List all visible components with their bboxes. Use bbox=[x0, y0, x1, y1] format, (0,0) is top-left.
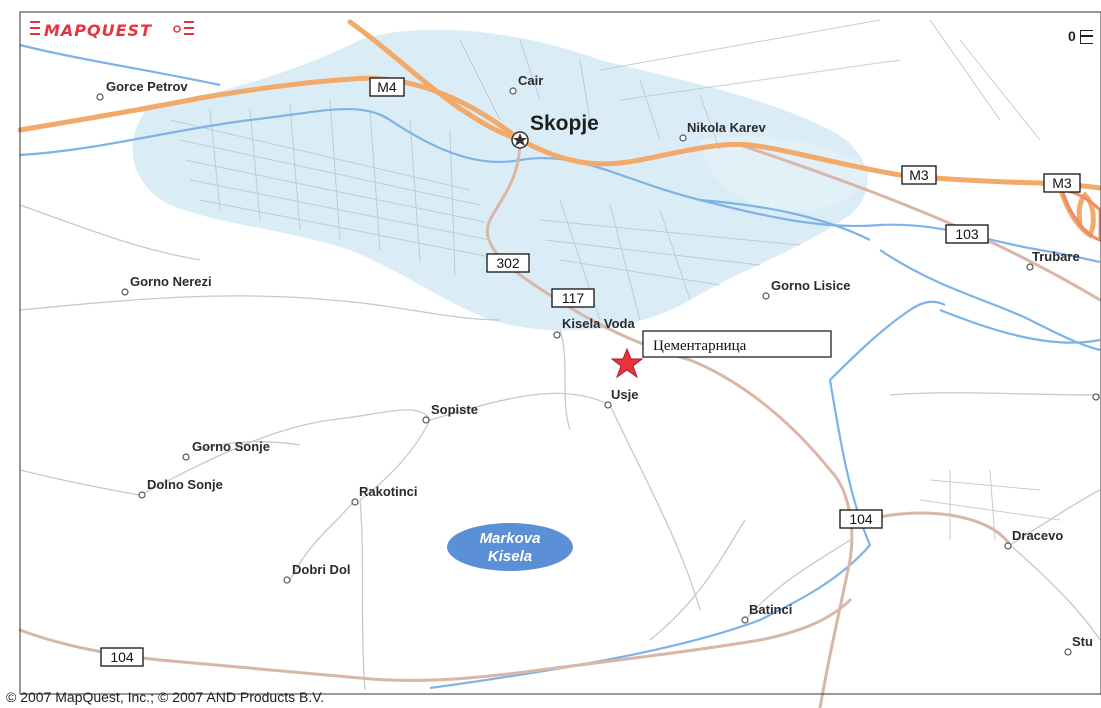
place-label: Batinci bbox=[749, 602, 792, 617]
place-batinci[interactable]: Batinci bbox=[741, 602, 792, 624]
capital-marker-icon bbox=[511, 131, 529, 149]
road-shield-117: 117 bbox=[551, 288, 595, 308]
place-label: Gorce Petrov bbox=[106, 79, 188, 94]
place-label: Sopiste bbox=[431, 402, 478, 417]
place-gorno-sonje[interactable]: Gorno Sonje bbox=[182, 439, 270, 461]
road-shield-label: 302 bbox=[496, 255, 520, 271]
place-label: Dracevo bbox=[1012, 528, 1063, 543]
place-sopiste[interactable]: Sopiste bbox=[422, 402, 478, 424]
road-shield-label: 104 bbox=[849, 511, 873, 527]
logo-text: MAPQUEST bbox=[44, 21, 152, 40]
urban-area bbox=[132, 29, 868, 331]
mapquest-logo: MAPQUEST bbox=[30, 21, 194, 40]
zoom-bars-icon[interactable] bbox=[1079, 30, 1093, 45]
place-label: Cair bbox=[518, 73, 543, 88]
road-shield-label: 104 bbox=[110, 649, 134, 665]
zoom-control[interactable]: 0 bbox=[1068, 28, 1093, 45]
place-label: Rakotinci bbox=[359, 484, 418, 499]
place-label: Gorno Nerezi bbox=[130, 274, 212, 289]
place-label: Stu bbox=[1072, 634, 1093, 649]
place-label: Trubare bbox=[1032, 249, 1080, 264]
location-callout: Цементарница bbox=[642, 330, 832, 358]
place-dot-edge bbox=[1092, 393, 1100, 401]
road-shield-label: M3 bbox=[909, 167, 929, 183]
map-frame bbox=[19, 11, 1101, 695]
road-shield-103: 103 bbox=[945, 224, 989, 244]
callout-label: Цементарница bbox=[653, 338, 747, 354]
lake-markova-kisela bbox=[447, 523, 573, 571]
road-shield-label: 117 bbox=[562, 290, 585, 306]
place-gorno-nerezi[interactable]: Gorno Nerezi bbox=[121, 274, 212, 296]
road-shield-302: 302 bbox=[486, 253, 530, 273]
interchange bbox=[1059, 188, 1101, 242]
place-usje[interactable]: Usje bbox=[604, 387, 638, 409]
place-cair[interactable]: Cair bbox=[509, 73, 543, 95]
road-shield-m3-b: M3 bbox=[1043, 173, 1081, 193]
place-label: Kisela Voda bbox=[562, 316, 636, 331]
road-shield-104-west: 104 bbox=[100, 647, 144, 667]
zoom-level-label: 0 bbox=[1068, 28, 1076, 44]
urban-area-east bbox=[700, 136, 870, 213]
place-dracevo[interactable]: Dracevo bbox=[1004, 528, 1063, 550]
road-shield-m4: M4 bbox=[369, 77, 405, 97]
copyright-text: © 2007 MapQuest, Inc.; © 2007 AND Produc… bbox=[6, 689, 325, 705]
lake-label-line1: Markova bbox=[480, 530, 541, 547]
place-gorno-lisice[interactable]: Gorno Lisice bbox=[762, 278, 850, 300]
lake-label-line2: Kisela bbox=[488, 548, 532, 565]
road-shield-label: M3 bbox=[1052, 175, 1072, 191]
place-label: Nikola Karev bbox=[687, 120, 767, 135]
place-trubarevo[interactable]: Trubare bbox=[1026, 249, 1080, 271]
place-nikola-karev[interactable]: Nikola Karev bbox=[679, 120, 767, 142]
city-label-skopje[interactable]: Skopje bbox=[530, 112, 599, 135]
road-shield-label: M4 bbox=[377, 79, 397, 95]
place-rakotinci[interactable]: Rakotinci bbox=[351, 484, 418, 506]
place-kisela-voda[interactable]: Kisela Voda bbox=[553, 316, 636, 339]
place-label: Dobri Dol bbox=[292, 562, 351, 577]
place-label: Gorno Sonje bbox=[192, 439, 270, 454]
road-shield-104-east: 104 bbox=[839, 509, 883, 529]
minor-roads bbox=[19, 204, 1101, 691]
place-label: Gorno Lisice bbox=[771, 278, 850, 293]
location-star-icon[interactable] bbox=[610, 347, 644, 379]
place-dobri-dol[interactable]: Dobri Dol bbox=[283, 562, 351, 584]
place-label: Usje bbox=[611, 387, 638, 402]
place-gorce-petrov[interactable]: Gorce Petrov bbox=[96, 79, 188, 101]
place-dolno-sonje[interactable]: Dolno Sonje bbox=[138, 477, 223, 499]
place-label: Dolno Sonje bbox=[147, 477, 223, 492]
road-shield-label: 103 bbox=[955, 226, 979, 242]
road-shield-m3-a: M3 bbox=[901, 165, 937, 185]
place-studenicani[interactable]: Stu bbox=[1064, 634, 1093, 656]
